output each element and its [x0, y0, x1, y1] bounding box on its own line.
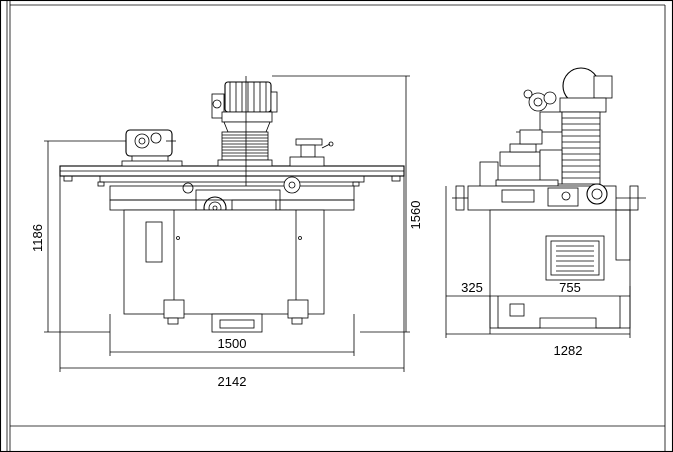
- dim-overall-width: 2142: [218, 374, 247, 389]
- side-bellows: [561, 111, 601, 185]
- side-view: 325 755 1282: [445, 67, 646, 358]
- dim-offset-left: 325: [461, 280, 483, 295]
- dim-base-width: 1500: [218, 336, 247, 351]
- front-grinding-head: [211, 76, 278, 186]
- side-body: [452, 183, 646, 329]
- front-view: 1186 1560 1500 2142: [30, 75, 423, 389]
- dim-overall-height: 1560: [408, 201, 423, 230]
- dim-base-depth: 755: [559, 280, 581, 295]
- dim-overall-depth: 1282: [554, 343, 583, 358]
- front-workhead: [121, 129, 183, 167]
- front-dimensions: [44, 75, 410, 372]
- side-workhead: [479, 129, 563, 193]
- dim-table-height: 1186: [30, 224, 45, 252]
- front-bellows: [221, 131, 269, 161]
- front-table-top: [59, 165, 405, 187]
- front-tailstock: [289, 138, 334, 167]
- side-dimensions: [445, 186, 631, 338]
- side-motor: [516, 67, 613, 133]
- front-base: [109, 176, 355, 333]
